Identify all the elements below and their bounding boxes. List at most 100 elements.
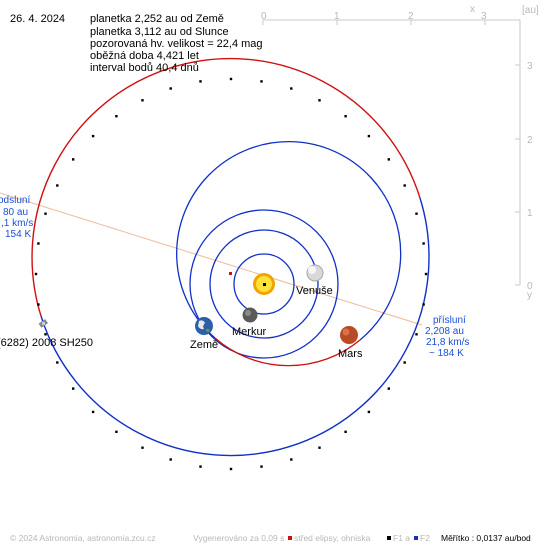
orbit-point <box>422 303 425 306</box>
y-tick-2: 2 <box>527 135 533 146</box>
earth-orbit <box>189 209 339 359</box>
asteroid-orbit-points <box>34 77 428 471</box>
orbit-point <box>403 184 406 187</box>
orbit-point <box>141 446 144 449</box>
perihelion-temperature: ~ 184 K <box>429 348 464 359</box>
orbit-point <box>424 272 428 276</box>
asteroid-icon <box>38 319 48 328</box>
orbit-point <box>169 87 172 90</box>
apsis-line <box>0 192 423 326</box>
x-tick-0: 0 <box>261 11 267 22</box>
orbit-point <box>44 212 47 215</box>
date-label: 26. 4. 2024 <box>10 13 66 25</box>
sun-distance-text: planetka 3,112 au od Slunce <box>90 26 229 38</box>
orbit-point <box>260 465 263 468</box>
orbit-point <box>344 430 347 433</box>
orbit-point <box>72 387 75 390</box>
asteroid-orbit-far <box>40 197 430 457</box>
venus-orbit <box>209 229 319 339</box>
orbit-point <box>318 99 321 102</box>
orbit-point <box>37 242 40 245</box>
orbit-point <box>318 446 321 449</box>
venus-icon <box>306 264 324 282</box>
earth-label: Země <box>190 339 218 351</box>
orbit-point <box>260 80 263 83</box>
point-interval-text: interval bodů 40,4 dnů <box>90 62 199 74</box>
orbit-point <box>367 134 371 138</box>
earth-distance-text: planetka 2,252 au od Země <box>90 13 224 25</box>
asteroid-orbit-near <box>31 57 421 317</box>
ellipse-center-marker <box>229 272 232 275</box>
sun-icon <box>253 273 275 295</box>
orbit-point <box>403 361 406 364</box>
y-axis-label: y <box>527 290 532 301</box>
orbit-point <box>37 303 40 306</box>
orbit-point <box>415 333 418 336</box>
x-tick-1: 1 <box>334 11 340 22</box>
orbit-point <box>34 272 38 276</box>
scale-text: Měřítko : 0,0137 au/bod <box>441 533 531 543</box>
aphelion-title: odsluní <box>0 195 31 206</box>
legend-center: střed elipsy, ohniska <box>284 533 370 543</box>
orbit-point <box>56 184 59 187</box>
earth-icon <box>195 317 213 335</box>
mars-label: Mars <box>338 348 363 360</box>
asteroid-label: (6282) 2008 SH250 <box>0 337 93 349</box>
orbit-point <box>290 87 293 90</box>
y-tick-1: 1 <box>527 208 533 219</box>
orbit-point <box>44 333 47 336</box>
orbit-point <box>422 242 425 245</box>
mars-icon <box>340 326 358 344</box>
x-axis-label: x <box>470 4 475 15</box>
orbit-point <box>91 134 95 138</box>
aphelion-temperature: 154 K <box>5 229 32 240</box>
mercury-orbit <box>233 253 295 315</box>
mars-orbit-near <box>214 337 361 367</box>
aphelion-speed: ,1 km/s <box>1 218 34 229</box>
legend-foci: F1 a F2 <box>383 533 430 543</box>
planet-orbits <box>176 141 402 367</box>
center-marker-icon <box>288 536 292 541</box>
asteroid-orbit <box>31 57 430 457</box>
orbit-point <box>387 387 390 390</box>
unit-label: [au] <box>522 5 539 16</box>
orbit-point <box>229 467 233 471</box>
orbit-point <box>141 99 144 102</box>
y-tick-3: 3 <box>527 61 533 72</box>
y-tick-0: 0 <box>527 281 533 292</box>
orbit-point <box>199 80 202 83</box>
orbit-point <box>344 115 347 118</box>
orbit-point <box>56 361 59 364</box>
f1-marker-icon <box>387 536 391 541</box>
period-text: oběžná doba 4,421 let <box>90 50 199 62</box>
orbit-point <box>290 458 293 461</box>
magnitude-text: pozorovaná hv. velikost = 22,4 mag <box>90 38 263 50</box>
orbit-point <box>72 158 75 161</box>
perihelion-distance: 2,208 au <box>425 326 464 337</box>
generated-text: Vygenerováno za 0,09 s <box>193 533 285 543</box>
perihelion-title: přísluní <box>433 315 466 326</box>
axis-frame <box>262 19 521 286</box>
legend-center-label: střed elipsy, ohniska <box>294 533 371 543</box>
x-tick-3: 3 <box>481 11 487 22</box>
orbit-point <box>229 77 233 81</box>
perihelion-speed: 21,8 km/s <box>426 337 470 348</box>
orbit-point <box>91 410 95 414</box>
aphelion-distance: 80 au <box>3 207 29 218</box>
legend-f1-label: F1 a <box>393 533 411 543</box>
copyright-text: © 2024 Astronomia, astronomia.zcu.cz <box>10 533 156 543</box>
orbit-point <box>387 158 390 161</box>
x-tick-2: 2 <box>408 11 414 22</box>
mercury-label: Merkur <box>232 326 267 338</box>
orbit-point <box>115 430 118 433</box>
legend-f2-label: F2 <box>420 533 430 543</box>
orbit-point <box>199 465 202 468</box>
orbit-point <box>367 410 371 414</box>
venus-label: Venuše <box>296 285 333 297</box>
f2-marker-icon <box>414 536 419 541</box>
orbit-point <box>415 212 418 215</box>
mars-orbit-far <box>176 141 402 341</box>
orbit-point <box>169 458 172 461</box>
orbit-point <box>115 115 118 118</box>
